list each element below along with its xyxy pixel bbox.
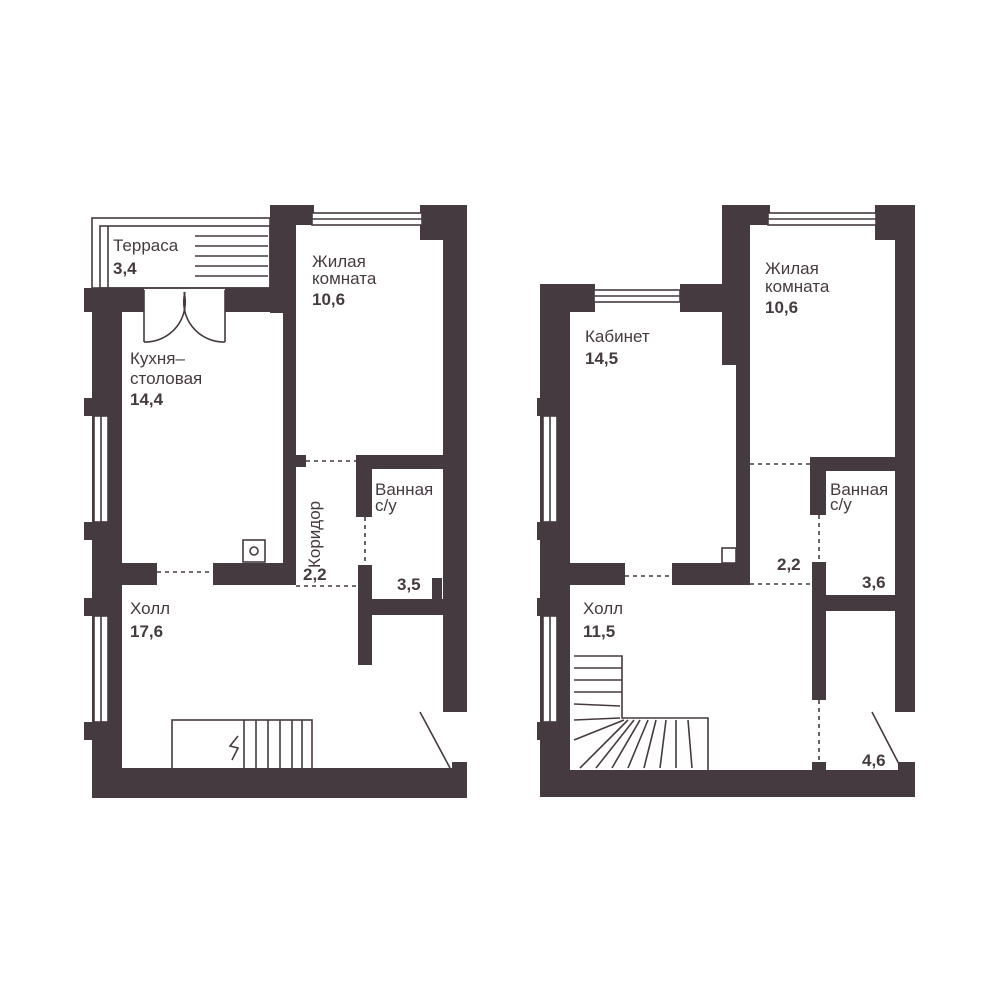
f1-kitchen-name-1: Кухня– <box>130 349 185 368</box>
floor-1-plan: Терраса 3,4 Жилая комната 10,6 Кухня– ст… <box>84 205 467 798</box>
f1-french-door <box>143 290 226 343</box>
f2-staircase <box>573 655 709 770</box>
f1-bath-south-wall <box>372 599 467 615</box>
f2-living-area: 10,6 <box>765 298 798 317</box>
f1-entry-door <box>419 711 451 769</box>
f2-bath-name-2: с/у <box>830 495 852 514</box>
f1-bath-shaft <box>432 578 442 602</box>
f2-living-name-2: комната <box>765 277 830 296</box>
f2-pier-1 <box>537 398 570 416</box>
f2-office-east-wall <box>736 365 750 585</box>
f2-bath-north-wall <box>810 457 915 471</box>
f2-storage-area: 4,6 <box>862 751 886 770</box>
f2-pier-2 <box>537 522 570 540</box>
f1-pier-3 <box>84 598 122 616</box>
f2-office-area: 14,5 <box>585 349 618 368</box>
f1-kitchen-area: 14,4 <box>130 390 164 409</box>
f2-pier-4 <box>537 722 570 740</box>
f1-staircase <box>171 719 313 771</box>
f1-hall-name: Холл <box>130 599 170 618</box>
f2-living-name-1: Жилая <box>765 259 819 278</box>
f1-hall-stub-left <box>122 563 157 585</box>
f2-ne-pier <box>875 205 915 240</box>
f1-sink-icon <box>242 539 266 563</box>
f1-corridor-stub <box>290 455 306 467</box>
f1-bath-name-2: с/у <box>375 496 397 515</box>
f1-corridor-area: 2,2 <box>303 565 327 584</box>
f1-living-name-1: Жилая <box>312 252 366 271</box>
f2-bath-west-top <box>810 457 826 515</box>
f2-bath-area: 3,6 <box>862 573 886 592</box>
f1-living-area: 10,6 <box>312 290 345 309</box>
f2-office-north-left <box>540 284 595 312</box>
f1-terrace-name: Терраса <box>113 236 179 255</box>
f1-bath-west-top <box>356 455 372 517</box>
f2-bath-name-1: Ванная <box>830 480 888 499</box>
f1-kitchen-north-right <box>225 288 296 312</box>
f1-kitchen-east-wall <box>283 313 296 565</box>
f2-south-wall <box>540 770 915 797</box>
f1-kitchen-name-2: столовая <box>130 369 202 388</box>
f1-bath-north-wall <box>356 455 467 469</box>
f2-bath-west-bottom <box>812 562 826 700</box>
f2-hall-stub-left <box>570 563 625 585</box>
f2-office-name: Кабинет <box>585 327 650 346</box>
f1-bath-west-bottom <box>358 565 372 665</box>
f2-passage-area: 2,2 <box>777 555 801 574</box>
f1-south-wall <box>92 768 467 798</box>
f1-pier-2 <box>84 522 122 540</box>
f1-bath-area: 3,5 <box>397 575 421 594</box>
f2-hall-name: Холл <box>583 599 623 618</box>
f1-terrace-area: 3,4 <box>113 259 137 278</box>
f1-bath-name-1: Ванная <box>375 480 433 499</box>
f1-pier-4 <box>84 722 122 740</box>
f2-hall-stub-right <box>672 563 750 585</box>
f1-hall-stub-right <box>213 563 296 585</box>
f1-pier-1 <box>84 398 122 416</box>
f1-ne-pier <box>420 205 467 240</box>
floor-2-plan: Жилая комната 10,6 Кабинет 14,5 2,2 Ванн… <box>537 205 915 797</box>
f2-pier-3 <box>537 598 570 616</box>
f1-kitchen-north-left <box>84 288 144 312</box>
f2-hall-area: 11,5 <box>583 622 615 641</box>
f1-nw-pier <box>270 205 314 225</box>
f2-nw-pier <box>722 205 770 225</box>
f2-office-east-top <box>722 285 750 365</box>
f1-corridor-name: Коридор <box>305 501 324 568</box>
f1-living-name-2: комната <box>312 269 377 288</box>
f2-bath-south-wall <box>826 595 915 611</box>
f2-storage-door <box>871 711 901 767</box>
f1-hall-area: 17,6 <box>130 622 163 641</box>
